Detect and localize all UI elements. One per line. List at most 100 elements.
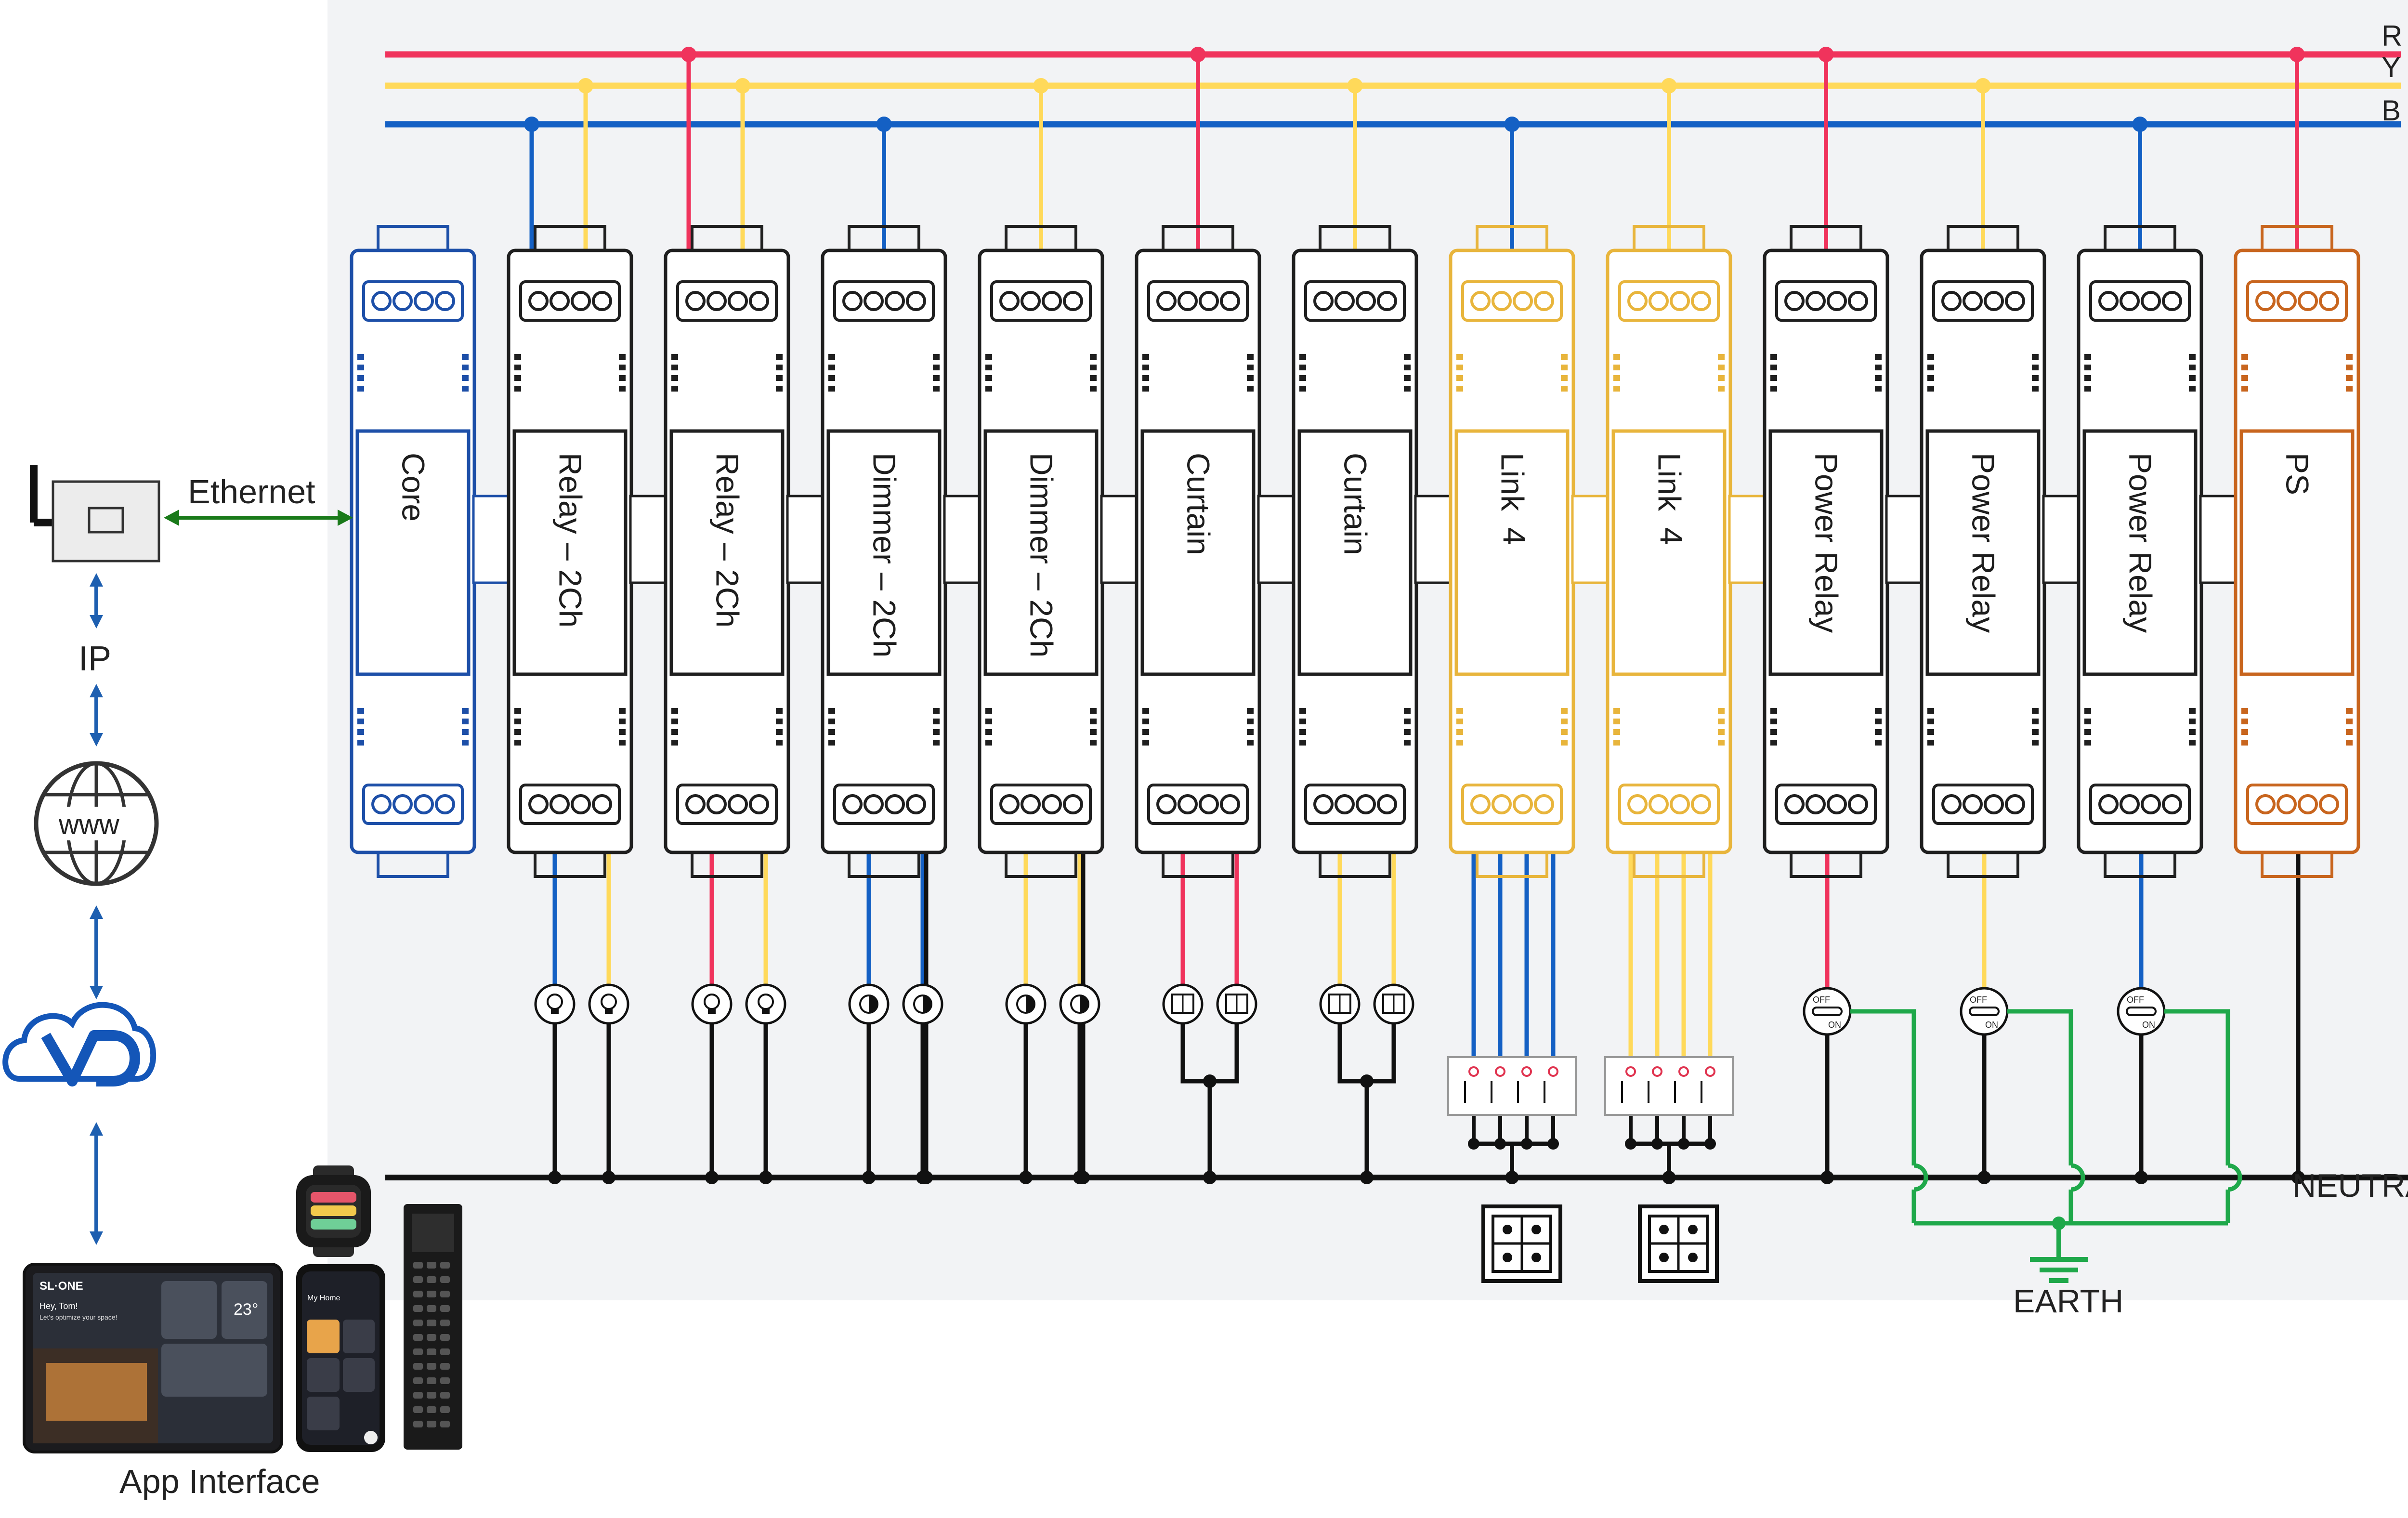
vent	[357, 740, 364, 746]
remote-button	[413, 1305, 423, 1312]
module-4: Dimmer – 2Ch	[821, 225, 982, 878]
terminal-screw	[685, 291, 706, 311]
remote-device	[404, 1204, 462, 1450]
terminal-screw	[2120, 794, 2140, 814]
vent	[1613, 375, 1620, 381]
bus-junction	[578, 78, 593, 93]
vent	[776, 719, 783, 724]
socket-off-label: OFF	[2127, 995, 2144, 1005]
bus-lines: RYB	[385, 20, 2402, 128]
bulb-base	[605, 1009, 613, 1014]
vent	[776, 365, 783, 370]
switch-contact	[1548, 1066, 1558, 1077]
terminal-screw	[1534, 794, 1554, 814]
vent	[514, 365, 521, 370]
vent	[1718, 386, 1725, 392]
vent	[671, 740, 678, 746]
tablet-device	[23, 1263, 283, 1453]
remote-button	[413, 1291, 423, 1297]
terminal-screw	[906, 291, 926, 311]
vent	[1247, 729, 1254, 735]
terminal-screw	[2298, 291, 2318, 311]
terminal-screw	[1313, 291, 1334, 311]
bulb-icon	[691, 983, 733, 1025]
module-bottom-terminals	[676, 784, 778, 825]
vent	[2084, 386, 2091, 392]
vent	[1613, 719, 1620, 724]
vent	[619, 375, 626, 381]
module-7: Curtain	[1292, 225, 1453, 878]
module-label-window	[1925, 429, 2041, 676]
terminal-screw	[842, 794, 863, 814]
vent	[462, 354, 469, 360]
vent	[985, 719, 992, 724]
remote-button	[440, 1262, 450, 1269]
switch-block	[1447, 1056, 1577, 1116]
ip-label: IP	[79, 640, 111, 678]
socket-toggle	[1969, 1007, 2000, 1016]
remote-button	[440, 1276, 450, 1283]
terminal-screw	[999, 794, 1020, 814]
module-top-terminals	[1304, 280, 1406, 322]
terminal-screw	[1021, 794, 1041, 814]
module-name: Power Relay	[1809, 453, 1845, 633]
vent	[2241, 354, 2248, 360]
vent	[2241, 375, 2248, 381]
terminal-screw	[393, 291, 413, 311]
terminal-screw	[2162, 291, 2182, 311]
socket-toggle	[1812, 1007, 1843, 1016]
earth-wire	[2164, 1009, 2230, 1165]
vent	[1718, 365, 1725, 370]
terminal-screw	[2120, 291, 2140, 311]
bulb-base	[708, 1009, 716, 1014]
module-name: Relay – 2Ch	[710, 453, 746, 628]
vent	[357, 729, 364, 735]
vent	[1613, 740, 1620, 746]
vent	[1613, 729, 1620, 735]
terminal-screw	[1492, 291, 1512, 311]
vent	[1613, 386, 1620, 392]
bus-junction	[1347, 78, 1363, 93]
vent	[2241, 708, 2248, 714]
vent	[2032, 365, 2039, 370]
terminal-screw	[2005, 291, 2025, 311]
terminal-screw	[1649, 291, 1669, 311]
phone-title: My Home	[307, 1294, 340, 1302]
module-label-window	[512, 429, 628, 676]
remote-button	[413, 1363, 423, 1370]
terminal-screw	[1691, 291, 1711, 311]
vent	[1770, 354, 1777, 360]
module-label-window	[2239, 429, 2355, 676]
vent	[1142, 729, 1149, 735]
vent	[1770, 719, 1777, 724]
socket-off-label: OFF	[1970, 995, 1987, 1005]
vent	[985, 708, 992, 714]
terminal-screw	[414, 794, 434, 814]
terminal-screw	[1806, 291, 1826, 311]
terminal-screw	[1356, 291, 1376, 311]
vent	[671, 708, 678, 714]
terminal-screw	[1021, 291, 1041, 311]
vent	[933, 708, 940, 714]
vent	[1770, 386, 1777, 392]
terminal-screw	[685, 794, 706, 814]
vent	[514, 354, 521, 360]
module-side-connector	[1571, 495, 1610, 584]
vent	[1404, 740, 1411, 746]
vent	[776, 729, 783, 735]
terminal-screw	[528, 794, 549, 814]
vent	[1875, 708, 1882, 714]
bulb-icon	[588, 983, 629, 1025]
vent	[1142, 354, 1149, 360]
remote-button	[413, 1334, 423, 1341]
vent	[1927, 354, 1934, 360]
bulb-icon	[745, 983, 786, 1025]
module-side-connector	[1414, 495, 1453, 584]
vent	[1142, 365, 1149, 370]
terminal-screw	[1670, 794, 1690, 814]
vent	[1927, 719, 1934, 724]
vent	[671, 354, 678, 360]
vent	[2084, 375, 2091, 381]
